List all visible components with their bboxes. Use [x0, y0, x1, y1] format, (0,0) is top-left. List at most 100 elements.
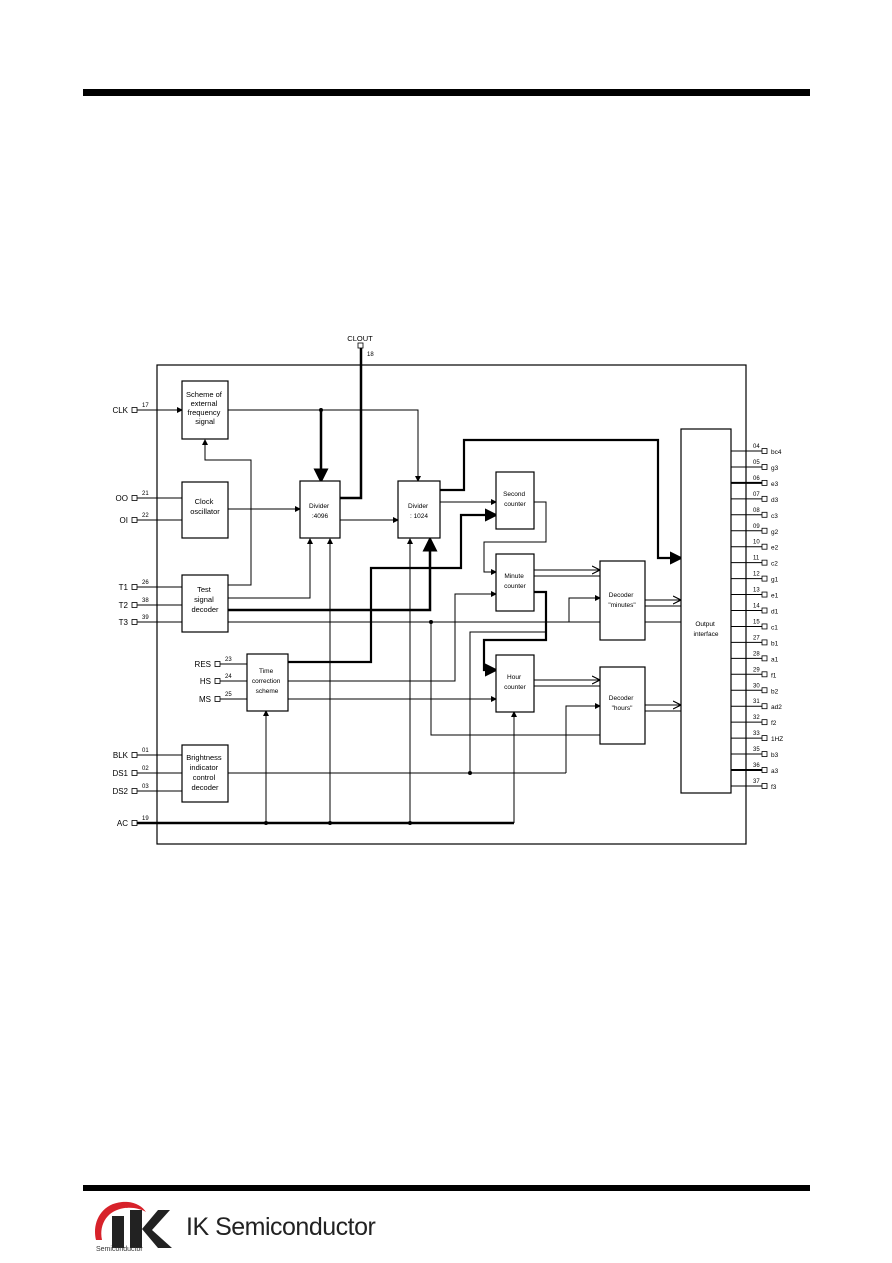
label-ext-freq: Scheme of external frequency signal — [186, 390, 224, 426]
right-pin-f2: 32 f2 — [731, 715, 777, 727]
block-output-interface — [680, 428, 732, 794]
label-time-correction: Time correction scheme — [252, 668, 282, 695]
left-pin-hs: HS 24 — [200, 674, 232, 686]
right-pin-list: 04bc405g306e307d308c309g210e211c212g113e… — [731, 444, 783, 791]
block-clock-oscillator — [181, 481, 229, 539]
pin-name: d1 — [771, 609, 779, 616]
svg-text:18: 18 — [367, 352, 374, 358]
pin-name: CLK — [112, 406, 128, 415]
pin-number: 32 — [753, 715, 760, 721]
pin-name: T2 — [119, 601, 129, 610]
pin-number: 25 — [225, 692, 232, 698]
header-rule — [83, 89, 810, 96]
pin-name: AC — [117, 819, 128, 828]
pin-number: 09 — [753, 524, 760, 530]
pin-number: 13 — [753, 588, 760, 594]
pin-name: e3 — [771, 481, 779, 488]
label-hour-counter: Hour counter — [504, 674, 527, 691]
pin-name: DS2 — [112, 787, 128, 796]
pin-name: g1 — [771, 577, 779, 584]
label-divider-4096: Divider :4096 — [309, 503, 331, 520]
pin-name: c2 — [771, 561, 778, 568]
pin-number: 10 — [753, 540, 760, 546]
pin-number: 01 — [142, 748, 149, 754]
pin-number: 12 — [753, 572, 760, 578]
pin-number: 17 — [142, 403, 149, 409]
pin-name: b3 — [771, 752, 779, 759]
pin-name: b2 — [771, 688, 779, 695]
pin-number: 07 — [753, 492, 760, 498]
block-ext-freq — [181, 380, 229, 440]
right-pin-b2: 30 b2 — [731, 683, 779, 695]
pin-number: 33 — [753, 731, 760, 737]
block-minute-counter — [495, 553, 535, 612]
pin-number: 37 — [753, 779, 760, 785]
block-divider-4096 — [299, 480, 341, 539]
pin-number: 30 — [753, 683, 760, 689]
svg-text:CLOUT: CLOUT — [347, 334, 373, 343]
right-pin-e3: 06 e3 — [731, 476, 779, 488]
pin-number: 28 — [753, 651, 760, 657]
pin-number: 21 — [142, 491, 149, 497]
pin-number: 39 — [142, 615, 149, 621]
pin-name: a1 — [771, 656, 779, 663]
pin-name: OO — [116, 494, 128, 503]
block-brightness — [181, 744, 229, 803]
pin-name: c3 — [771, 513, 778, 520]
pin-name: RES — [195, 660, 211, 669]
label-clock-oscillator: Clock oscillator — [190, 497, 220, 516]
pin-number: 23 — [225, 657, 232, 663]
right-pin-b1: 27 b1 — [731, 635, 779, 647]
right-pin-d1: 14 d1 — [731, 604, 779, 616]
pin-name: HS — [200, 677, 211, 686]
pin-number: 24 — [225, 674, 232, 680]
pin-number: 06 — [753, 476, 760, 482]
right-pin-e2: 10 e2 — [731, 540, 779, 552]
pin-name: b1 — [771, 640, 779, 647]
pin-name: a3 — [771, 768, 779, 775]
pin-number: 14 — [753, 604, 760, 610]
footer-rule — [83, 1185, 810, 1191]
block-decoder-hours — [599, 666, 646, 745]
pin-number: 38 — [142, 598, 149, 604]
pin-number: 04 — [753, 444, 760, 450]
label-output-interface: Output interface — [694, 621, 719, 638]
left-pin-oo: OO 21 — [116, 491, 150, 503]
pin-number: 27 — [753, 635, 760, 641]
pin-name: d3 — [771, 497, 779, 504]
ik-logo-icon — [95, 1201, 172, 1248]
block-hour-counter — [495, 654, 535, 713]
pin-number: 19 — [142, 816, 149, 822]
pin-number: 26 — [142, 580, 149, 586]
pin-name: c1 — [771, 624, 778, 631]
pin-name: OI — [120, 516, 128, 525]
right-pin-c2: 11 c2 — [731, 556, 778, 568]
left-pin-t3: T3 39 — [119, 615, 150, 627]
pin-number: 11 — [753, 556, 760, 562]
right-pin-a1: 28 a1 — [731, 651, 779, 663]
left-pin-blk: BLK 01 — [113, 748, 149, 760]
logo-subtitle: Semiconductor — [96, 1246, 143, 1253]
pin-name: f2 — [771, 720, 777, 727]
pin-name: e2 — [771, 545, 779, 552]
pin-name: T3 — [119, 618, 129, 627]
right-pin-f1: 29 f1 — [731, 667, 777, 679]
pin-number: 29 — [753, 667, 760, 673]
pin-name: g3 — [771, 465, 779, 472]
pin-name: f1 — [771, 672, 777, 679]
label-decoder-hours: Decoder "hours" — [609, 695, 635, 712]
pin-name: ad2 — [771, 704, 782, 711]
pin-name: BLK — [113, 751, 129, 760]
right-pin-g1: 12 g1 — [731, 572, 779, 584]
pin-name: MS — [199, 695, 211, 704]
